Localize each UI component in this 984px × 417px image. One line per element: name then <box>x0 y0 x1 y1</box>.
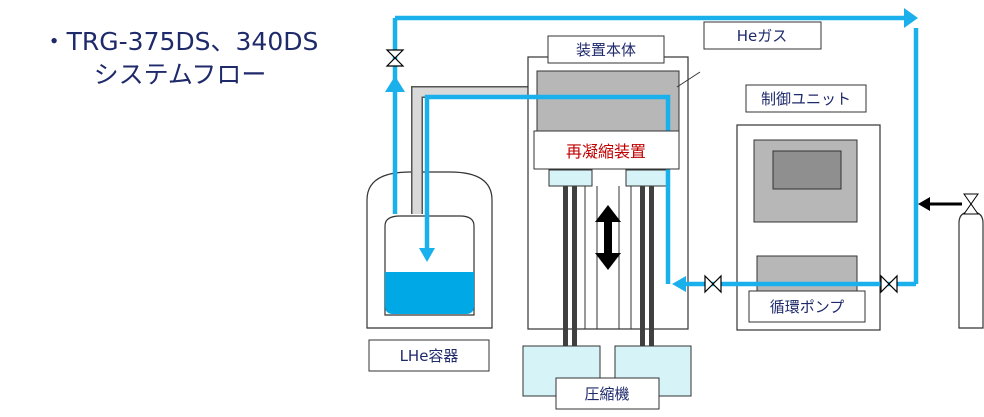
label-control-unit: 制御ユニット <box>761 90 851 108</box>
diagram-title-line2: システムフロー <box>93 60 267 89</box>
valve-icon <box>880 274 898 294</box>
valve-icon <box>385 49 405 67</box>
flow-arrow-down-icon <box>419 248 435 262</box>
up-down-arrow-icon <box>595 205 621 270</box>
main-unit <box>527 56 701 346</box>
label-he-gas: Heガス <box>737 27 788 45</box>
label-lhe-container: LHe容器 <box>400 347 459 365</box>
label-compressor: 圧縮機 <box>584 385 629 403</box>
label-main-unit: 装置本体 <box>576 41 636 59</box>
flow-arrow-up-icon <box>385 76 405 92</box>
valve-icon <box>704 274 722 294</box>
arrow-left-icon <box>918 197 930 211</box>
helium-flow-lines <box>392 15 919 287</box>
liquid-helium <box>385 272 474 314</box>
flow-arrow-right-icon <box>904 8 918 28</box>
he-gas-cylinder <box>958 193 984 329</box>
flow-arrow-left-icon <box>672 276 686 292</box>
diagram-title-line1: ・TRG-375DS、340DS <box>41 27 319 56</box>
label-circulation-pump: 循環ポンプ <box>770 298 845 316</box>
label-recondenser: 再凝縮装置 <box>566 142 646 161</box>
